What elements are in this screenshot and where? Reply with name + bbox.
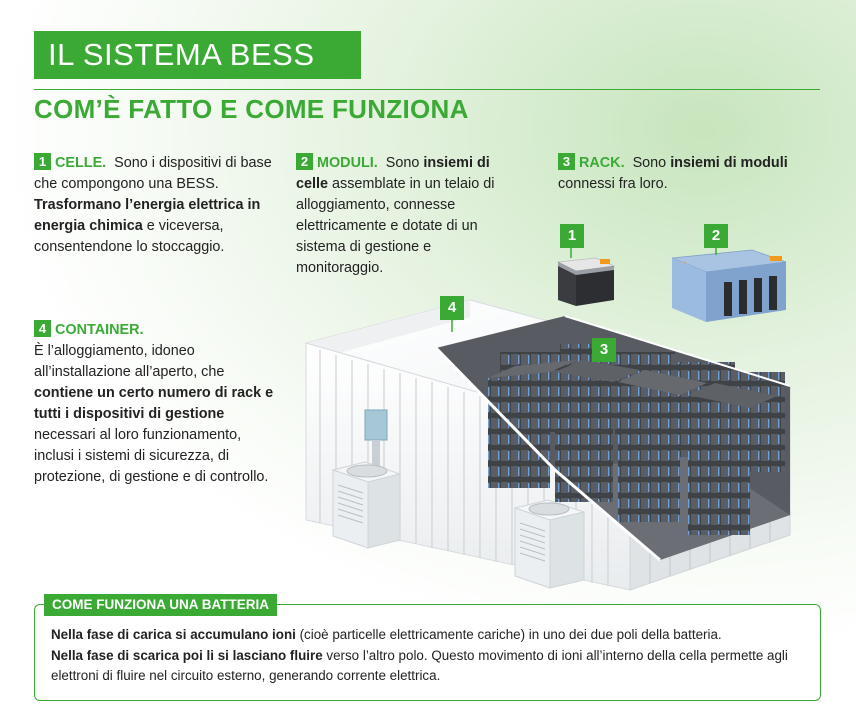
rack-array (488, 344, 785, 535)
section-number-2: 2 (296, 153, 313, 170)
battery-info-label: COME FUNZIONA UNA BATTERIA (44, 594, 277, 616)
badge-cell: 1 (560, 224, 584, 248)
section-heading-moduli: MODULI. (317, 155, 378, 171)
rack-text-b: connessi fra loro. (558, 176, 668, 192)
moduli-text-a: Sono (385, 155, 424, 171)
section-number-3: 3 (558, 153, 575, 170)
battery-line1-rest: (cioè particelle elettricamente cariche)… (295, 627, 722, 642)
battery-line2-bold: Nella fase di scarica poi li si lasciano… (51, 647, 323, 663)
container-text-bold: contiene un certo numero di rack e tutti… (34, 385, 274, 422)
section-number-1: 1 (34, 153, 51, 170)
section-heading-rack: RACK. (579, 155, 625, 171)
page-subtitle: COM’È FATTO E COME FUNZIONA (34, 94, 469, 124)
badge-container: 4 (440, 296, 464, 320)
badge-module: 2 (704, 224, 728, 248)
battery-line2-rest: verso l’altro polo. Questo movimento di … (51, 647, 788, 684)
page-title-text: IL SISTEMA BESS (48, 37, 315, 72)
container-illustration (304, 299, 792, 591)
container-text-a: È l’alloggiamento, idoneo all’installazi… (34, 343, 225, 380)
rack-text-a: Sono (632, 155, 671, 171)
celle-text-bold: Trasformano l’energia elettrica in energ… (34, 197, 261, 234)
battery-line1-bold: Nella fase di carica si accumulano ioni (51, 627, 296, 642)
hvac-unit-right (513, 499, 586, 589)
battery-info-text: Nella fase di carica si accumulano ioni … (51, 625, 811, 687)
celle-text-b: e viceversa, consentendone lo stoccaggio… (34, 218, 225, 255)
battery-info-box (34, 604, 821, 701)
moduli-text-bold: insiemi di celle (296, 155, 490, 192)
section-number-4: 4 (34, 320, 51, 337)
moduli-text-b: assemblate in un telaio di alloggiamento… (296, 176, 495, 276)
rack-text-bold: insiemi di moduli (670, 155, 788, 171)
hvac-unit-left (331, 409, 402, 549)
page-title: IL SISTEMA BESS (34, 31, 361, 79)
module-illustration (671, 249, 787, 322)
celle-text-a: Sono i dispositivi di base che compongon… (34, 155, 272, 192)
bess-illustration (304, 247, 792, 591)
container-text-b: necessari al loro funzionamento, inclusi… (34, 427, 269, 485)
badge-rack: 3 (592, 338, 616, 362)
title-divider (34, 89, 820, 90)
section-heading-container: CONTAINER. (55, 322, 144, 338)
cell-illustration (556, 257, 616, 306)
section-heading-celle: CELLE. (55, 155, 107, 171)
